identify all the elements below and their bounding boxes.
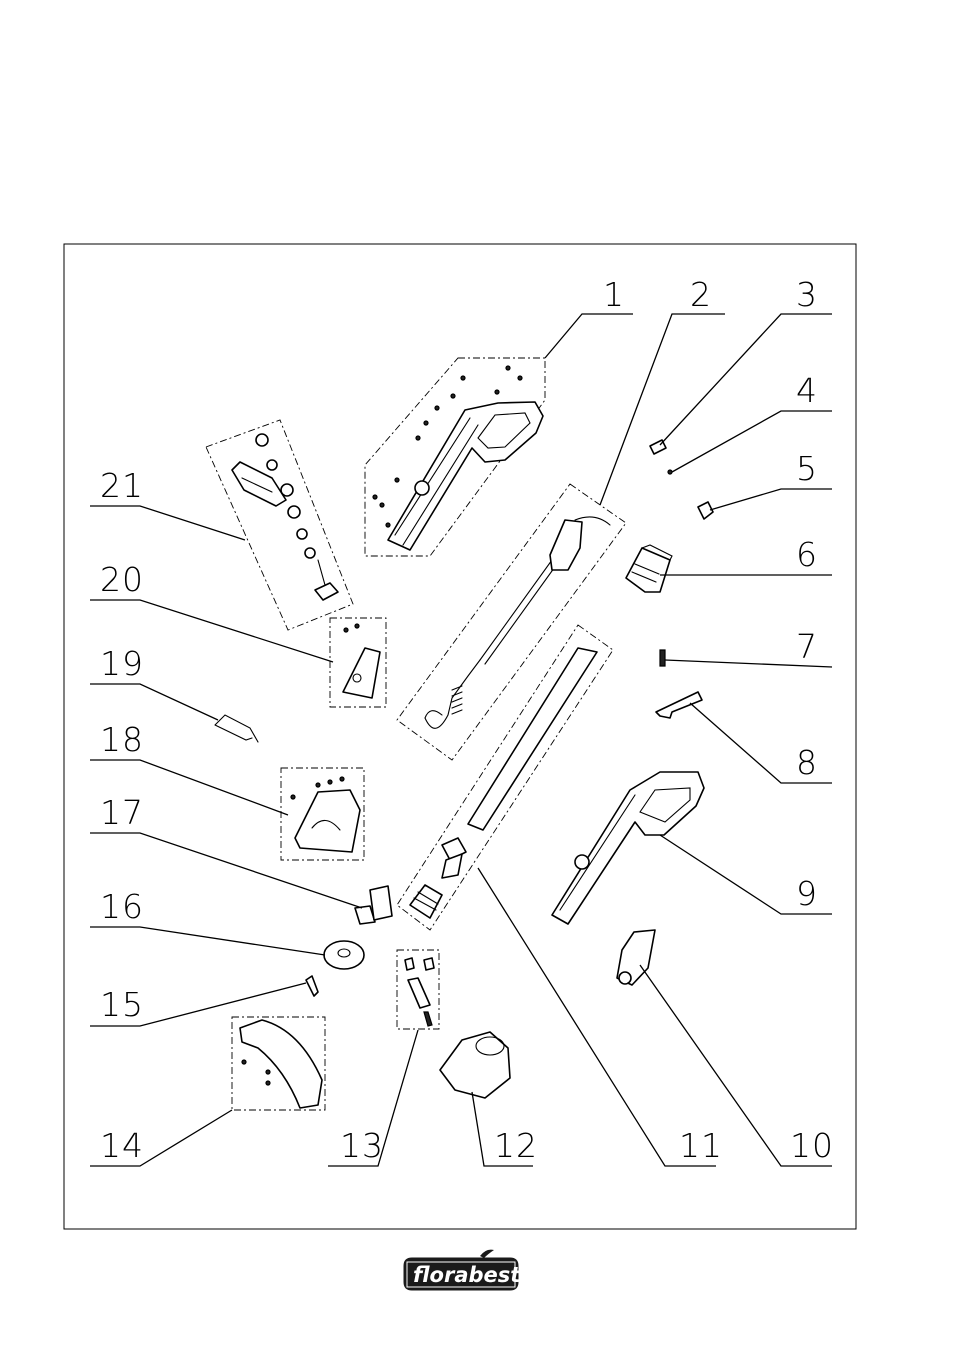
- leader-17: [90, 832, 363, 909]
- part-10-connector: [616, 929, 656, 986]
- part-17-motor: [354, 885, 393, 925]
- leader-14: [90, 1109, 233, 1167]
- part-9-lower-handle: [551, 771, 705, 925]
- group-outline-2: [396, 483, 627, 761]
- leader-8: [689, 702, 832, 784]
- diagram-frame: [63, 243, 857, 1230]
- leader-21: [90, 505, 246, 541]
- leader-11: [477, 867, 716, 1167]
- callout-4: 4: [796, 371, 818, 410]
- leader-9: [659, 834, 832, 915]
- part-20-switch-holder: [342, 623, 381, 699]
- callout-16: 16: [100, 887, 144, 926]
- leader-7: [664, 659, 833, 668]
- callout-15: 15: [100, 985, 144, 1024]
- leader-5: [709, 488, 832, 511]
- leader-20: [90, 599, 334, 663]
- part-4-pin: [667, 469, 673, 475]
- screws-part-1: [372, 365, 523, 528]
- callout-5: 5: [796, 449, 818, 488]
- leader-18: [90, 759, 289, 816]
- group-outline-13: [396, 949, 440, 1030]
- leader-3: [659, 313, 832, 446]
- leader-1: [544, 313, 633, 359]
- group-outline-11: [396, 624, 614, 931]
- part-1-handle-half: [372, 365, 544, 551]
- leader-15: [90, 982, 307, 1027]
- part-3-clip: [649, 439, 667, 455]
- callout-17: 17: [100, 793, 144, 832]
- callout-2: 2: [690, 275, 712, 314]
- leader-13: [328, 1029, 419, 1167]
- part-16-spool-base: [323, 940, 365, 970]
- group-outline-18: [280, 767, 365, 861]
- callout-8: 8: [796, 743, 818, 782]
- logo-text: florabest: [413, 1263, 521, 1287]
- callout-19: 19: [100, 644, 144, 683]
- part-14-guard: [239, 1019, 323, 1109]
- part-5-knob: [697, 501, 714, 520]
- leader-10: [639, 964, 832, 1167]
- part-19-wire: [214, 714, 259, 743]
- callout-21: 21: [100, 466, 144, 505]
- callout-18: 18: [100, 720, 144, 759]
- leader-19: [90, 683, 219, 721]
- leader-4: [671, 410, 832, 473]
- leader-2: [599, 313, 725, 506]
- callout-7: 7: [796, 627, 818, 666]
- part-11-shaft: [409, 647, 598, 919]
- part-18-motor-housing: [290, 776, 361, 853]
- part-2-cable-rod: [424, 516, 611, 729]
- callout-9: 9: [796, 874, 818, 913]
- part-13-small-parts: [404, 957, 435, 1027]
- group-outline-20: [329, 617, 387, 708]
- callout-10: 10: [790, 1126, 834, 1165]
- part-6-battery: [625, 544, 673, 593]
- part-8-bracket: [655, 691, 703, 719]
- callout-1: 1: [603, 275, 625, 314]
- group-outline-14: [231, 1016, 326, 1111]
- callout-12: 12: [494, 1126, 538, 1165]
- callout-14: 14: [100, 1126, 144, 1165]
- part-21-grip-assembly: [231, 433, 339, 601]
- part-15-blade: [305, 975, 319, 997]
- leader-16: [90, 926, 326, 956]
- group-outline-21: [205, 419, 354, 631]
- part-12-spool-cap: [439, 1031, 511, 1099]
- part-7-screw: [659, 649, 666, 667]
- leader-12: [471, 1091, 533, 1167]
- callout-6: 6: [796, 535, 818, 574]
- florabest-logo: florabest: [403, 1249, 521, 1291]
- callout-13: 13: [340, 1126, 384, 1165]
- callout-11: 11: [679, 1126, 723, 1165]
- callout-3: 3: [796, 275, 818, 314]
- callout-20: 20: [100, 560, 144, 599]
